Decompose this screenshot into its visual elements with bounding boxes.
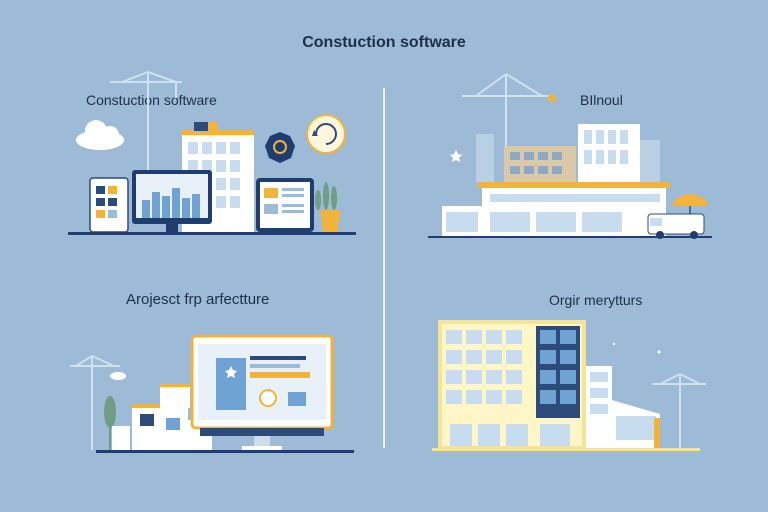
- panel-title-organization: Orgir merytturs: [549, 292, 643, 308]
- crane-icon: [110, 71, 182, 170]
- brick-building: [504, 146, 576, 182]
- background-tower: [476, 134, 494, 182]
- star-icon: [612, 342, 661, 354]
- glass-office-building: [438, 320, 586, 450]
- project-monitor: [190, 334, 334, 450]
- star-icon: [450, 150, 462, 162]
- desktop-monitor: [132, 170, 212, 232]
- plant-icon: [104, 396, 116, 450]
- vertical-divider: [383, 88, 385, 448]
- refresh-icon: [306, 114, 346, 154]
- panel-title-construction: Constuction software: [86, 92, 217, 108]
- side-building: [586, 366, 660, 448]
- panel-title-building: BIlnoul: [580, 92, 623, 108]
- panel-organization-illustration: [432, 320, 706, 451]
- small-houses: [112, 384, 212, 450]
- background-tower: [640, 140, 660, 182]
- crane-icon: [70, 355, 120, 450]
- gear-icon: [265, 132, 295, 163]
- glass-tower: [578, 124, 640, 182]
- umbrella-icon: [672, 194, 708, 214]
- panel-building-illustration: [428, 73, 712, 239]
- long-building: [442, 182, 670, 236]
- document-tablet: [89, 177, 129, 233]
- main-title: Constuction software: [302, 34, 466, 51]
- crane-icon: [652, 373, 706, 448]
- tablet-device: [256, 178, 314, 232]
- plant-icon: [315, 182, 340, 232]
- cloud-icon: [110, 372, 126, 380]
- star-icon: [225, 366, 237, 378]
- panel-construction-illustration: [68, 71, 356, 235]
- panel-project-illustration: [70, 334, 354, 453]
- gear-icon: [259, 389, 277, 407]
- crane-hook: [548, 94, 556, 102]
- panel-title-project: Arojesct frp arfectture: [126, 291, 270, 308]
- cloud-icon: [76, 120, 124, 150]
- delivery-van: [647, 213, 705, 239]
